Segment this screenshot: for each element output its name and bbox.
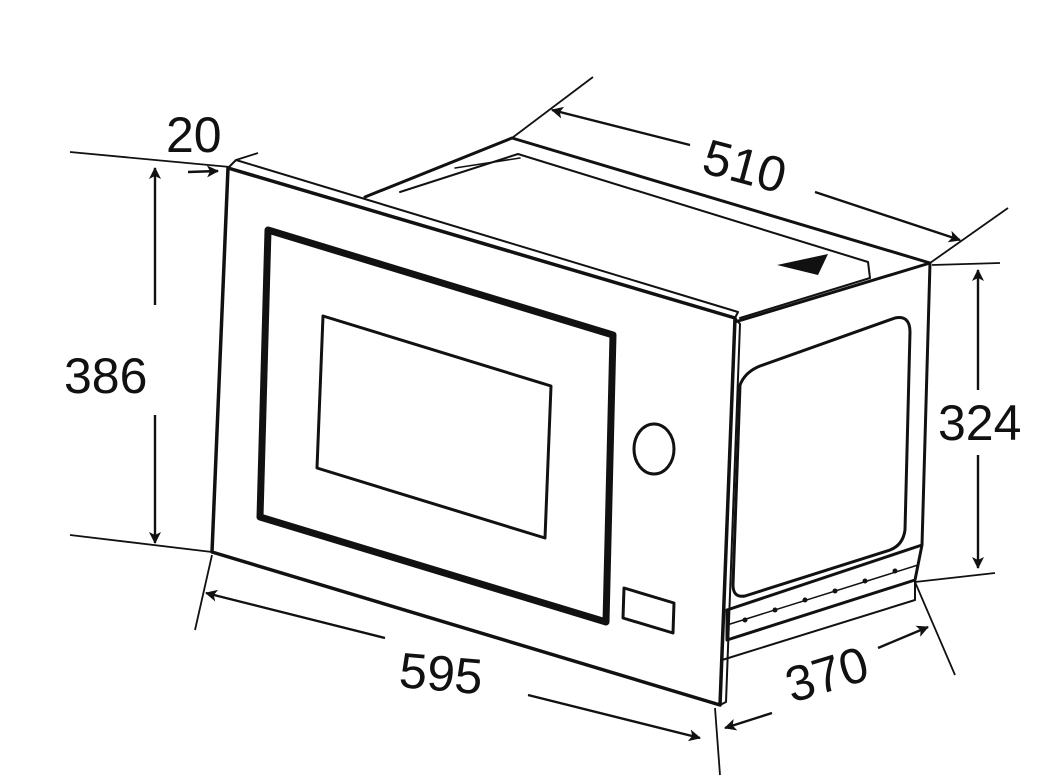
door [256, 226, 617, 626]
label-595: 595 [397, 642, 485, 705]
top-vent-mark [777, 254, 828, 275]
label-370: 370 [779, 636, 875, 714]
dim-595-arrow-right [527, 693, 701, 742]
frame-top-thickness [227, 159, 739, 319]
dimension-lines [149, 106, 984, 742]
oven-body [363, 136, 932, 661]
front-frame [210, 159, 741, 707]
dim-370-arrow-right [877, 625, 929, 650]
dim-370-arrow-left [724, 711, 773, 731]
label-324: 324 [938, 395, 1021, 451]
dim-510-arrow-right [814, 190, 961, 243]
control-knob [632, 422, 676, 476]
body-side-top [734, 262, 931, 323]
door-window [315, 314, 553, 540]
rail-bolts [742, 568, 898, 623]
label-20: 20 [166, 107, 222, 163]
top-recess [399, 153, 871, 319]
side-panel [731, 316, 912, 598]
base-lower [721, 579, 916, 661]
frame-outline [210, 166, 737, 707]
dim-595-arrow-left [205, 589, 386, 640]
dimension-labels: 20 386 324 510 595 370 [64, 107, 1021, 714]
label-386: 386 [64, 348, 147, 404]
top-recess-inner [454, 157, 521, 169]
dim-20-arrow [187, 165, 219, 178]
door-release-button [621, 586, 676, 635]
label-510: 510 [697, 129, 792, 205]
extension-lines [69, 76, 1009, 776]
dim-510-arrow-left [551, 106, 691, 147]
body-top-edge [363, 136, 932, 324]
base-rail-line [726, 564, 919, 626]
frame-side-thickness [719, 317, 741, 706]
